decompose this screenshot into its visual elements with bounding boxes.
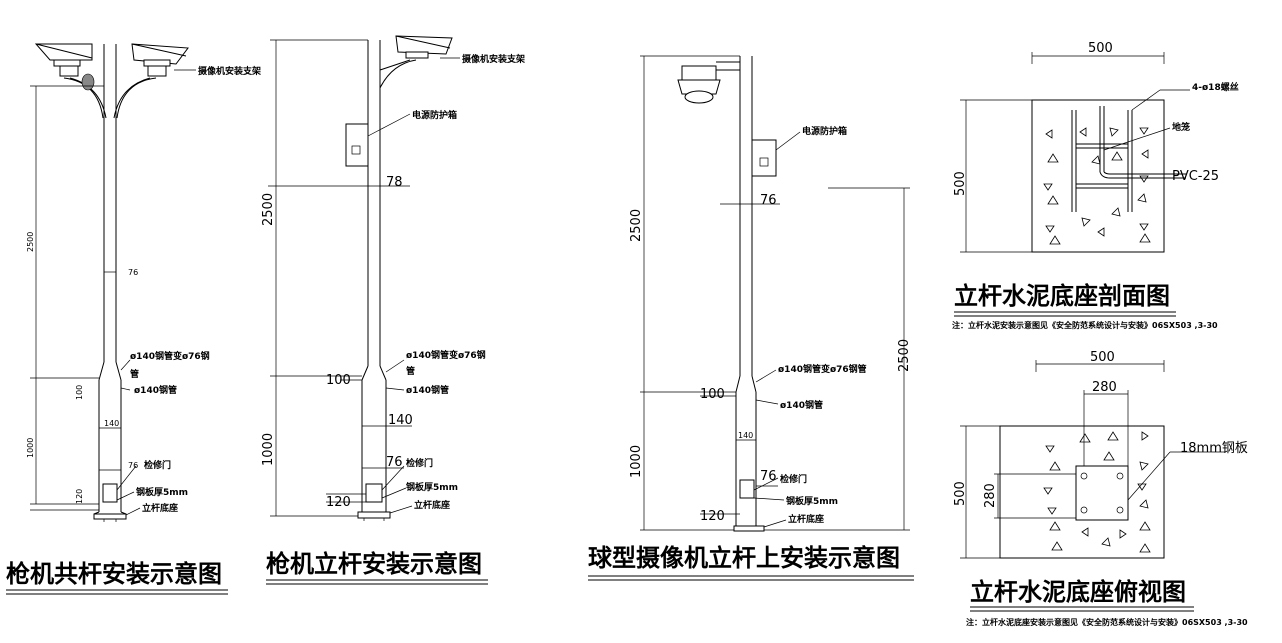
- shared-pole-dim-140: 140: [104, 419, 119, 428]
- dome-pole-dim-76-door: 76: [760, 469, 777, 484]
- gun-pole-dim-100: 100: [326, 373, 351, 388]
- plan-note: 注：立杆水泥底座安装示意图见《安全防范系统设计与安装》06SX503 ,3-30: [966, 617, 1248, 627]
- shared-pole-dim-120: 120: [75, 489, 84, 504]
- section-ground-label: 地笼: [1172, 121, 1190, 133]
- gun-pole-door-label: 检修门: [406, 457, 433, 469]
- dome-pole-title: 球型摄像机立杆上安装示意图: [588, 544, 900, 572]
- plan-view: [960, 360, 1226, 559]
- shared-pole-dim-2500: 2500: [26, 232, 35, 252]
- gun-pole-box-label: 电源防护箱: [412, 109, 457, 121]
- gun-pole-base-label: 立杆底座: [414, 499, 450, 511]
- shared-pole-dim-100: 100: [75, 385, 84, 400]
- gun-pole-dim-76-door: 76: [386, 455, 403, 470]
- plan-title: 立杆水泥底座俯视图: [970, 578, 1186, 606]
- dome-pole-box-label: 电源防护箱: [802, 125, 847, 137]
- gun-pole-dim-78: 78: [386, 175, 403, 190]
- dome-pole-dim-140: 140: [738, 431, 753, 440]
- section-note: 注：立杆水泥安装示意图见《安全防范系统设计与安装》06SX503 ,3-30: [952, 320, 1218, 330]
- dome-pole-drawing: [640, 55, 910, 532]
- dome-pole-dim-76: 76: [760, 193, 777, 208]
- gun-pole-plate-label: 钢板厚5mm: [406, 481, 458, 493]
- dome-pole-dim-1000: 1000: [629, 445, 644, 478]
- shared-pole-dim-76: 76: [128, 268, 138, 277]
- dome-pole-base-label: 立杆底座: [788, 513, 824, 525]
- plan-dim-500-side: 500: [953, 481, 968, 506]
- gun-pole-drawing: [268, 35, 460, 521]
- steel-plate: [1075, 465, 1129, 521]
- dome-pole-pipe140-label: ø140钢管: [780, 399, 823, 411]
- section-bolt-label: 4-ø18螺丝: [1192, 81, 1239, 93]
- plan-plate-label: 18mm钢板: [1180, 441, 1248, 456]
- section-pvc-label: PVC-25: [1172, 169, 1219, 184]
- section-dim-500-top: 500: [1088, 41, 1113, 56]
- dome-camera: [677, 61, 740, 104]
- section-view: [960, 52, 1190, 253]
- power-box: [345, 123, 369, 167]
- gun-pole-transition-label-1: ø140钢管变ø76钢: [406, 349, 486, 361]
- shared-pole-transition-label-1: ø140钢管变ø76钢: [130, 350, 210, 362]
- dome-pole-transition-label: ø140钢管变ø76钢管: [778, 363, 867, 375]
- shared-pole-dim-1000: 1000: [26, 438, 35, 458]
- gun-pole-transition-label-2: 管: [406, 365, 415, 377]
- gun-pole-title: 枪机立杆安装示意图: [266, 550, 482, 578]
- shared-pole-plate-label: 钢板厚5mm: [136, 486, 188, 498]
- gun-pole-bracket-label: 摄像机安装支架: [462, 53, 525, 65]
- plan-dim-500-top: 500: [1090, 350, 1115, 365]
- dome-pole-dim-100: 100: [700, 387, 725, 402]
- shared-pole-bracket-label: 摄像机安装支架: [198, 65, 261, 77]
- gun-pole-dim-140: 140: [388, 413, 413, 428]
- plan-dim-280-top: 280: [1092, 380, 1117, 395]
- dome-pole-dim-2500-right: 2500: [897, 339, 912, 372]
- power-box: [751, 139, 777, 177]
- dome-pole-dim-2500-left: 2500: [629, 209, 644, 242]
- gun-camera: [395, 35, 453, 59]
- shared-pole-drawing: [30, 43, 196, 522]
- gun-pole-pipe140-label: ø140钢管: [406, 384, 449, 396]
- section-dim-500-side: 500: [953, 171, 968, 196]
- shared-pole-base-label: 立杆底座: [142, 502, 178, 514]
- right-gun-camera: [131, 43, 189, 77]
- shared-pole-title: 枪机共杆安装示意图: [6, 560, 222, 588]
- left-gun-camera: [34, 43, 93, 77]
- shared-pole-pipe140-label: ø140钢管: [134, 384, 177, 396]
- gun-pole-dim-2500: 2500: [261, 193, 276, 226]
- dome-pole-door-label: 检修门: [780, 473, 807, 485]
- section-title: 立杆水泥底座剖面图: [954, 282, 1170, 310]
- hand-icon: [81, 73, 95, 91]
- gun-pole-dim-120: 120: [326, 495, 351, 510]
- shared-pole-dim-76-door: 76: [128, 461, 138, 470]
- plan-dim-280-side: 280: [983, 483, 998, 508]
- shared-pole-door-label: 检修门: [144, 459, 171, 471]
- shared-pole-transition-label-2: 管: [130, 368, 139, 380]
- dome-pole-plate-label: 钢板厚5mm: [786, 495, 838, 507]
- dome-pole-dim-120: 120: [700, 509, 725, 524]
- gun-pole-dim-1000: 1000: [261, 433, 276, 466]
